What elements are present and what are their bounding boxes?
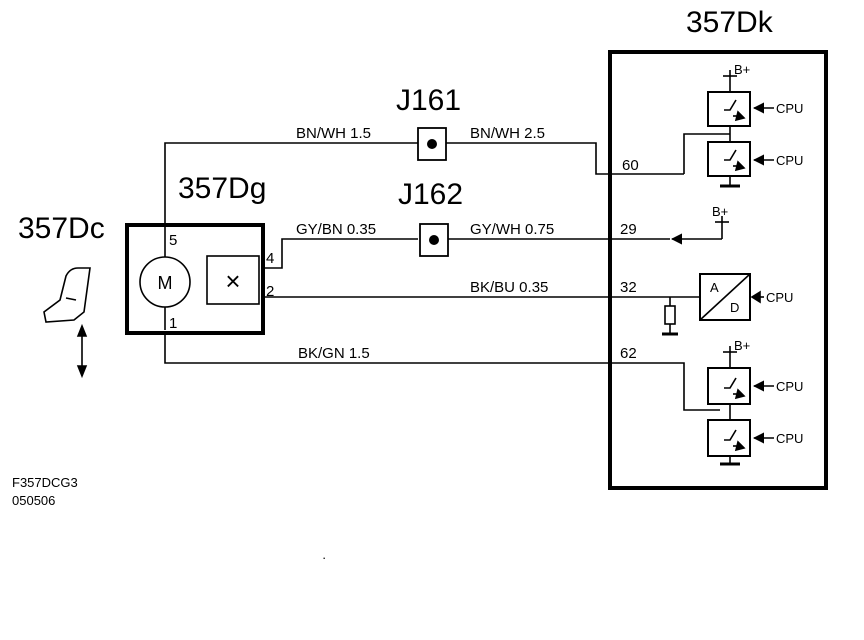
control-module-box: [608, 50, 828, 490]
seat-motor-label: 357Dc: [18, 212, 105, 245]
pin-29-label: 29: [620, 221, 637, 238]
b-plus-label-1: B+: [734, 62, 750, 77]
seat-icon: [43, 267, 91, 323]
j161-label: J161: [396, 84, 461, 117]
wire-bn-wh-2: [446, 142, 684, 175]
motor-unit-box: [125, 223, 265, 335]
cpu-label-4: CPU: [776, 379, 803, 394]
pin-60-label: 60: [622, 157, 639, 174]
stray-mark: ·: [322, 550, 326, 565]
wire-bn-wh: [164, 142, 418, 229]
upper-half-bridge: [683, 70, 774, 188]
position-sensor-symbol: ×: [225, 266, 240, 296]
b-plus-label-3: B+: [734, 338, 750, 353]
drawing-date: 050506: [12, 493, 55, 508]
adc-block: [662, 273, 764, 336]
cpu-label-2: CPU: [776, 153, 803, 168]
cpu-label-3: CPU: [766, 290, 793, 305]
j162-label: J162: [398, 178, 463, 211]
position-sensor-box: [206, 255, 260, 305]
adc-d-label: D: [730, 300, 739, 315]
wire-label-bn-wh-1: BN/WH 1.5: [296, 125, 371, 142]
wire-label-bk-gn: BK/GN 1.5: [298, 345, 370, 362]
lower-half-bridge: [707, 346, 774, 466]
pullup-29: [670, 216, 729, 245]
b-plus-label-2: B+: [712, 204, 728, 219]
adc-a-label: A: [710, 280, 719, 295]
pin-1-label: 1: [169, 315, 177, 332]
wire-label-gy-bn: GY/BN 0.35: [296, 221, 376, 238]
cpu-label-1: CPU: [776, 101, 803, 116]
drawing-code: F357DCG3: [12, 475, 78, 490]
wires: [164, 142, 720, 411]
wire-label-bn-wh-2: BN/WH 2.5: [470, 125, 545, 142]
wire-label-bk-bu: BK/BU 0.35: [470, 279, 548, 296]
j161-pin: [427, 139, 437, 149]
pin-4-label: 4: [266, 250, 274, 267]
cpu-label-5: CPU: [776, 431, 803, 446]
pin-2-label: 2: [266, 283, 274, 300]
pin-32-label: 32: [620, 279, 637, 296]
wire-gy-bn: [263, 238, 418, 269]
motor-unit-label: 357Dg: [178, 172, 266, 205]
pin-62-label: 62: [620, 345, 637, 362]
control-module-label: 357Dk: [686, 6, 774, 39]
wire-bk-gn: [164, 333, 720, 411]
pin-5-label: 5: [169, 232, 177, 249]
wire-label-gy-wh: GY/WH 0.75: [470, 221, 554, 238]
seat-adjust-arrow: [76, 323, 88, 379]
motor-symbol-label: M: [158, 273, 173, 293]
j162-pin: [429, 235, 439, 245]
